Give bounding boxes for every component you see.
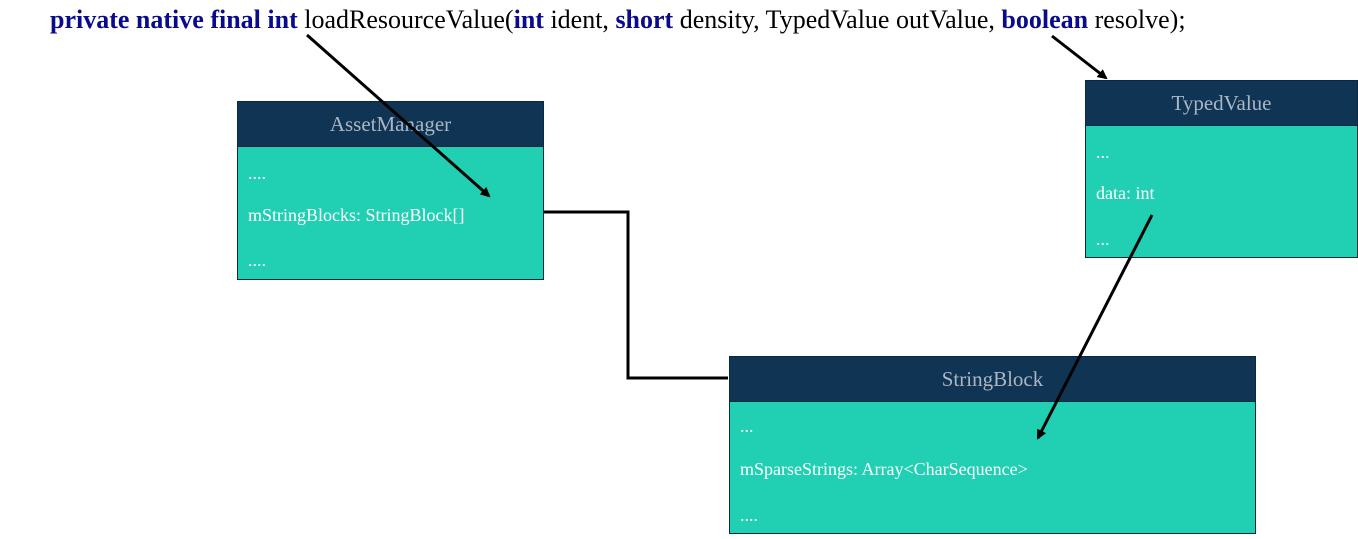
param-resolve-type: boolean: [1001, 5, 1089, 34]
asset-manager-box: AssetManager .... mStringBlocks: StringB…: [237, 101, 544, 280]
keyword-private: private: [50, 5, 130, 34]
param-ident-type: int: [513, 5, 544, 34]
param-density-rest: density, TypedValue outValue,: [673, 5, 1002, 34]
param-resolve-rest: resolve);: [1088, 5, 1186, 34]
method-signature: private native final int loadResourceVal…: [50, 4, 1186, 36]
arrow-data-to-string-block: [1036, 214, 1154, 440]
typed-value-title: TypedValue: [1086, 81, 1357, 126]
typed-value-box: TypedValue ... data: int ...: [1085, 80, 1358, 258]
asset-manager-row-3: ....: [248, 250, 266, 270]
typed-value-row-data: data: int: [1096, 183, 1155, 203]
string-block-row-1: ...: [740, 416, 754, 436]
asset-manager-row-1: ....: [248, 163, 266, 183]
arrow-signature-to-asset-manager: [306, 33, 491, 198]
keyword-final: final: [210, 5, 261, 34]
typed-value-row-3: ...: [1096, 229, 1110, 249]
connector-asset-manager-to-string-block: [544, 210, 728, 380]
string-block-row-msparsestrings: mSparseStrings: Array<CharSequence>: [740, 459, 1028, 479]
string-block-box: StringBlock ... mSparseStrings: Array<Ch…: [729, 356, 1256, 534]
param-density-type: short: [615, 5, 674, 34]
keyword-native: native: [135, 5, 204, 34]
typed-value-row-1: ...: [1096, 142, 1110, 162]
string-block-row-3: ....: [740, 505, 758, 525]
arrow-outvalue-to-typed-value: [1051, 34, 1108, 80]
method-name: loadResourceValue(: [304, 5, 514, 34]
string-block-title: StringBlock: [730, 357, 1255, 402]
asset-manager-row-mstringblocks: mStringBlocks: StringBlock[]: [248, 205, 465, 225]
keyword-return-type: int: [267, 5, 298, 34]
asset-manager-title: AssetManager: [238, 102, 543, 147]
param-ident-rest: ident,: [543, 5, 616, 34]
